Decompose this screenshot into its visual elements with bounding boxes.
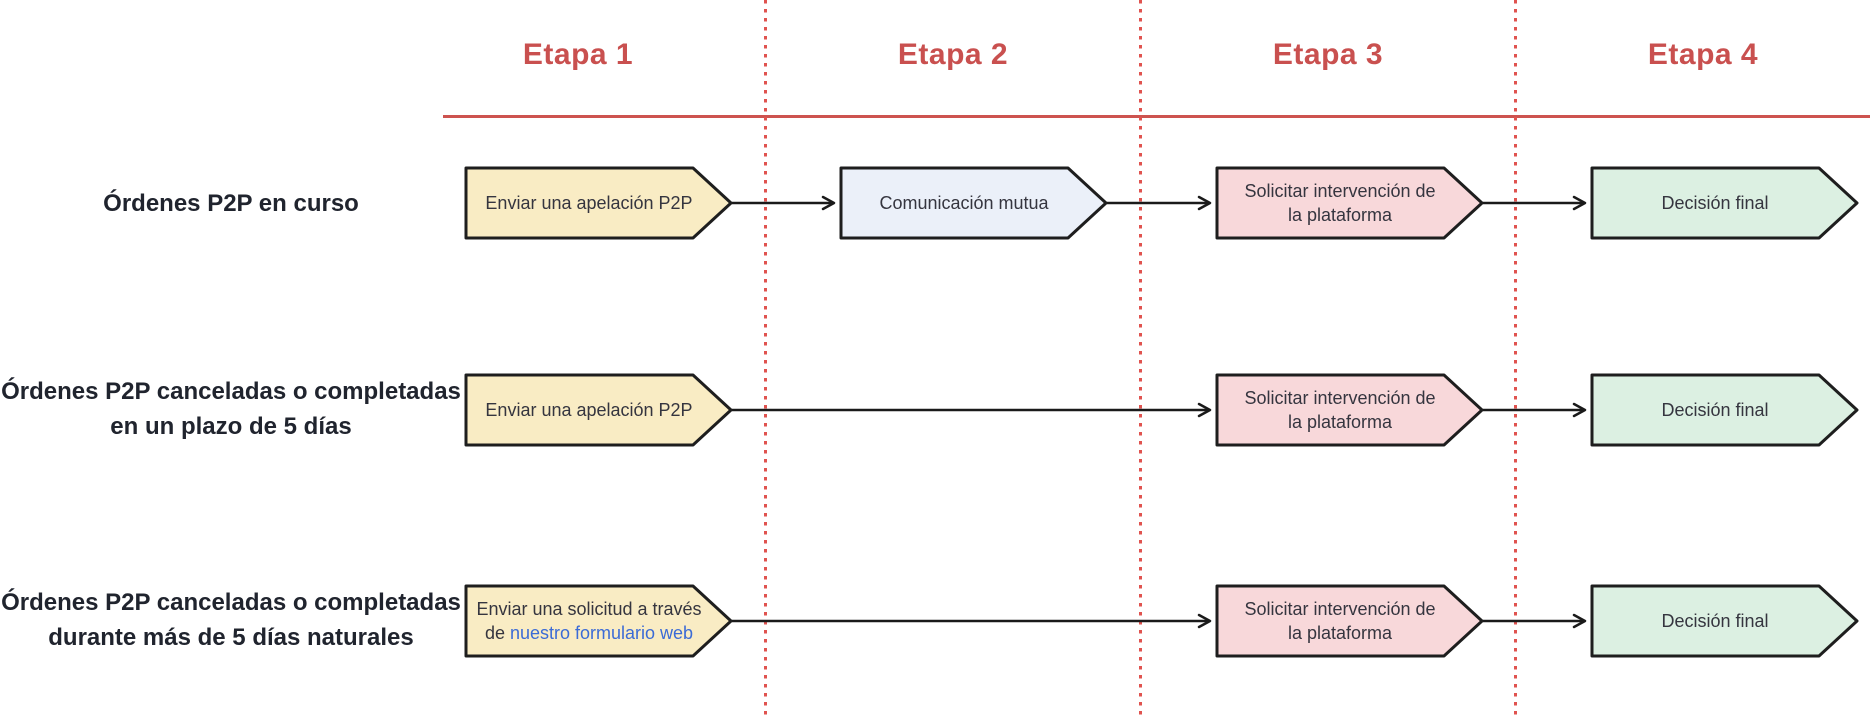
stage-header-2: Etapa 2 (897, 38, 1009, 71)
column-divider-1 (764, 0, 767, 719)
step-text: Decisión final (1661, 193, 1769, 213)
step-text: Decisión final (1661, 400, 1769, 420)
column-divider-2 (1139, 0, 1142, 719)
step-request-platform-intervention-row2: Solicitar intervención de la plataforma (1215, 373, 1485, 447)
stage-header-4: Etapa 4 (1647, 38, 1759, 71)
step-submit-web-form-request: Enviar una solicitud a través de nuestro… (464, 584, 734, 658)
step-text: Solicitar intervención de (1244, 599, 1436, 619)
step-final-decision-row3: Decisión final (1590, 584, 1860, 658)
arrow-shape-icon (1590, 166, 1859, 240)
connector-arrow-long (732, 402, 1213, 418)
connector-arrow (1107, 195, 1213, 211)
step-text: la plataforma (1287, 623, 1393, 643)
row-label-cancelled-over-5-days: Órdenes P2P canceladas o completadas dur… (0, 585, 462, 655)
connector-arrow (732, 195, 837, 211)
column-divider-3 (1514, 0, 1517, 719)
step-text: Enviar una apelación P2P (485, 193, 693, 213)
step-text: la plataforma (1287, 412, 1393, 432)
row-label-ongoing-orders: Órdenes P2P en curso (0, 186, 462, 221)
row-label-line: en un plazo de 5 días (110, 413, 352, 440)
step-final-decision-row1: Decisión final (1590, 166, 1860, 240)
step-text: Solicitar intervención de (1244, 181, 1436, 201)
arrow-shape-icon (464, 373, 733, 447)
step-text: Solicitar intervención de (1244, 388, 1436, 408)
step-text: de nuestro formulario web (485, 621, 693, 645)
arrow-shape-icon (1215, 584, 1484, 658)
arrow-shape-icon (464, 584, 733, 658)
step-request-platform-intervention-row3: Solicitar intervención de la plataforma (1215, 584, 1485, 658)
web-form-link[interactable]: nuestro formulario web (509, 623, 694, 643)
row-label-line: Órdenes P2P canceladas o completadas (1, 589, 461, 616)
step-submit-p2p-appeal-row1: Enviar una apelación P2P (464, 166, 734, 240)
row-label-line: Órdenes P2P en curso (103, 190, 359, 217)
step-submit-p2p-appeal-row2: Enviar una apelación P2P (464, 373, 734, 447)
arrow-shape-icon (1590, 373, 1859, 447)
connector-arrow (1483, 195, 1588, 211)
step-text: Enviar una apelación P2P (485, 400, 693, 420)
step-text-prefix: de (484, 623, 510, 643)
row-label-line: durante más de 5 días naturales (48, 624, 414, 651)
step-mutual-communication: Comunicación mutua (839, 166, 1109, 240)
step-text: Decisión final (1661, 611, 1769, 631)
stage-header-1: Etapa 1 (522, 38, 634, 71)
header-rule (443, 115, 1870, 118)
arrow-shape-icon (1215, 166, 1484, 240)
stage-header-3: Etapa 3 (1272, 38, 1384, 71)
step-request-platform-intervention-row1: Solicitar intervención de la plataforma (1215, 166, 1485, 240)
arrow-shape-icon (839, 166, 1108, 240)
step-text: Comunicación mutua (879, 193, 1049, 213)
step-final-decision-row2: Decisión final (1590, 373, 1860, 447)
step-text: la plataforma (1287, 205, 1393, 225)
step-text: Enviar una solicitud a través (476, 599, 702, 619)
arrow-shape-icon (1590, 584, 1859, 658)
connector-arrow (1483, 402, 1588, 418)
arrow-shape-icon (464, 166, 733, 240)
arrow-shape-icon (1215, 373, 1484, 447)
connector-arrow (1483, 613, 1588, 629)
row-label-line: Órdenes P2P canceladas o completadas (1, 378, 461, 405)
row-label-cancelled-within-5-days: Órdenes P2P canceladas o completadas en … (0, 374, 462, 444)
connector-arrow-long (732, 613, 1213, 629)
